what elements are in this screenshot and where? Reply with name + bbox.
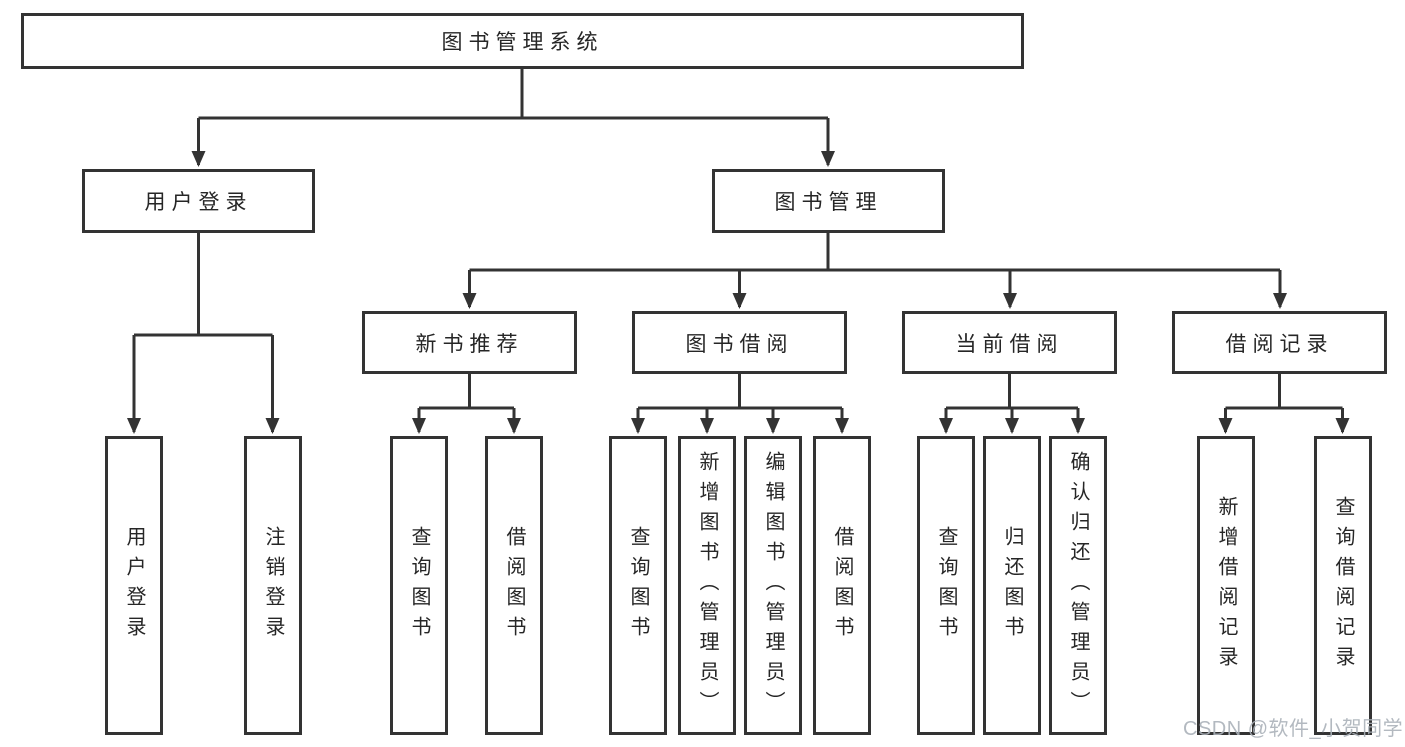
leaf-current-return-books: 归还图书 [983, 436, 1041, 735]
node-library-management-system: 图书管理系统 [21, 13, 1024, 69]
leaf-records-query-borrow-record: 查询借阅记录 [1314, 436, 1372, 735]
leaf-borrow-borrow-books: 借阅图书 [813, 436, 871, 735]
leaf-current-confirm-return-admin: 确认归还（管理员） [1049, 436, 1107, 735]
leaf-current-query-books: 查询图书 [917, 436, 975, 735]
watermark: CSDN @软件_小贺同学 [1183, 718, 1404, 740]
leaf-newbook-borrow-books: 借阅图书 [485, 436, 543, 735]
leaf-newbook-query-books: 查询图书 [390, 436, 448, 735]
leaf-records-add-borrow-record: 新增借阅记录 [1197, 436, 1255, 735]
leaf-user-login: 用户登录 [105, 436, 163, 735]
node-book-management: 图书管理 [712, 169, 945, 233]
node-book-borrow: 图书借阅 [632, 311, 847, 374]
node-new-book-recommend: 新书推荐 [362, 311, 577, 374]
node-current-borrow: 当前借阅 [902, 311, 1117, 374]
node-borrow-records: 借阅记录 [1172, 311, 1387, 374]
leaf-borrow-edit-book-admin: 编辑图书（管理员） [744, 436, 802, 735]
node-user-login: 用户登录 [82, 169, 315, 233]
leaf-logout: 注销登录 [244, 436, 302, 735]
leaf-borrow-add-book-admin: 新增图书（管理员） [678, 436, 736, 735]
leaf-borrow-query-books: 查询图书 [609, 436, 667, 735]
